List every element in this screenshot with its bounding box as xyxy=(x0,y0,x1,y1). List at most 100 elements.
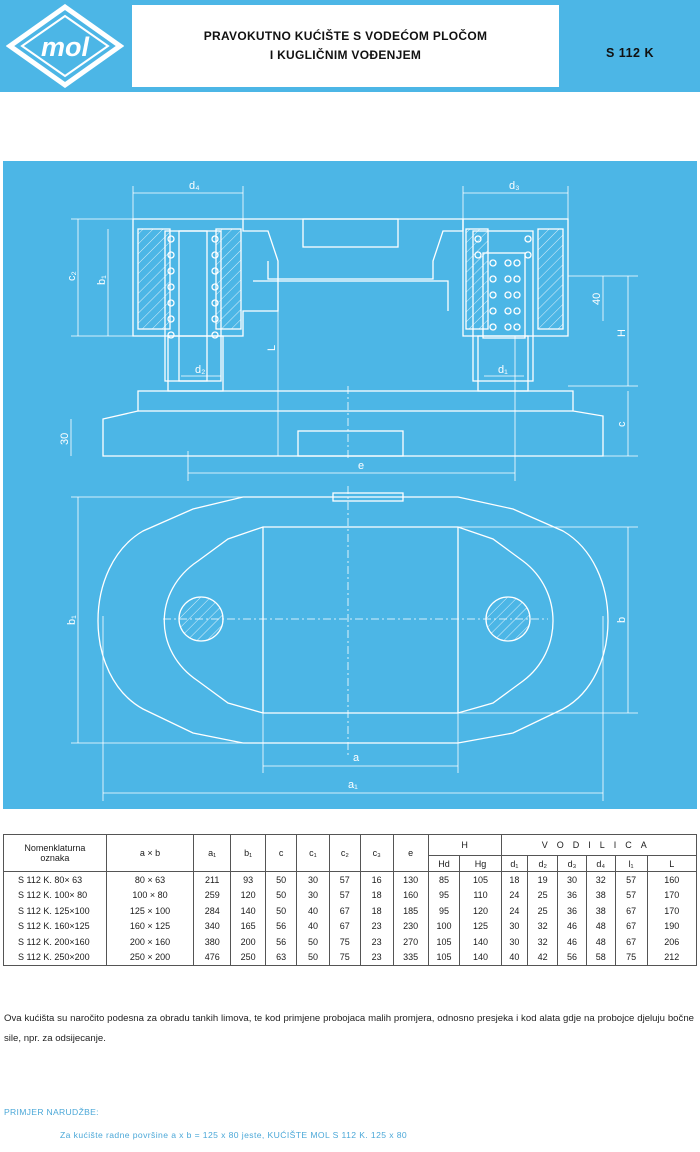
right-pillar xyxy=(472,230,534,382)
cell-Hd: 95 xyxy=(427,887,461,903)
right-pillar-hole xyxy=(485,596,531,642)
cell-L: 160 xyxy=(646,871,698,888)
cell-name: S 112 K. 160×125 xyxy=(3,918,107,934)
cell-Hd: 105 xyxy=(427,949,461,966)
cell-c1: 30 xyxy=(296,871,330,888)
cell-c3: 23 xyxy=(359,949,394,966)
cell-axb: 250 × 200 xyxy=(105,949,195,966)
order-example-text: Za kućište radne površine a x b = 125 x … xyxy=(60,1130,408,1140)
cell-l1: 57 xyxy=(614,887,648,903)
title-line-1: PRAVOKUTNO KUĆIŠTE S VODEĆOM PLOČOM xyxy=(203,29,488,43)
cell-Hd: 100 xyxy=(427,918,461,934)
label-a1: a₁ xyxy=(348,779,358,791)
plan-notch xyxy=(332,492,404,502)
cell-d1: 18 xyxy=(500,871,529,888)
header-d2: d₂ xyxy=(527,855,559,872)
cell-c: 50 xyxy=(265,887,297,903)
cell-name: S 112 K. 250×200 xyxy=(3,949,107,966)
cell-d3: 36 xyxy=(557,903,587,919)
label-e: e xyxy=(358,460,364,472)
left-hatch-b xyxy=(215,228,242,330)
label-d2: d₂ xyxy=(195,364,205,376)
cell-d4: 48 xyxy=(585,934,616,950)
cell-d2: 25 xyxy=(527,887,559,903)
cell-b1: 200 xyxy=(230,934,267,950)
cell-Hd: 85 xyxy=(427,871,461,888)
product-code: S 112 K xyxy=(606,46,654,60)
cell-d3: 46 xyxy=(557,934,587,950)
cell-a1: 211 xyxy=(193,871,232,888)
cell-d1: 24 xyxy=(500,887,529,903)
cell-e: 185 xyxy=(392,903,429,919)
front-view xyxy=(102,218,604,457)
cell-c2: 67 xyxy=(328,903,361,919)
cell-c1: 50 xyxy=(296,949,330,966)
cell-e: 335 xyxy=(392,949,429,966)
cell-Hg: 120 xyxy=(459,903,502,919)
right-housing xyxy=(462,218,569,337)
dimensions-table: Nomenklaturna oznaka a × b a₁ b₁ c c₁ c₂… xyxy=(3,834,698,966)
top-pocket xyxy=(302,218,399,248)
header-d4: d₄ xyxy=(585,855,616,872)
cell-L: 170 xyxy=(646,887,698,903)
header-l1: l₁ xyxy=(614,855,648,872)
cell-Hd: 105 xyxy=(427,934,461,950)
cell-c2: 75 xyxy=(328,934,361,950)
label-d4: d₄ xyxy=(189,180,200,192)
cell-axb: 100 × 80 xyxy=(105,887,195,903)
right-balls xyxy=(474,235,532,331)
cell-c3: 23 xyxy=(359,934,394,950)
order-example-title: PRIMJER NARUDŽBE: xyxy=(4,1107,99,1117)
cell-e: 230 xyxy=(392,918,429,934)
cell-d4: 58 xyxy=(585,949,616,966)
cell-c1: 30 xyxy=(296,887,330,903)
cell-Hg: 125 xyxy=(459,918,502,934)
cell-e: 270 xyxy=(392,934,429,950)
cell-d2: 19 xyxy=(527,871,559,888)
cell-c: 56 xyxy=(265,934,297,950)
cell-d3: 46 xyxy=(557,918,587,934)
cell-d1: 30 xyxy=(500,918,529,934)
front-dimensions xyxy=(70,186,638,481)
label-b1-side: b₁ xyxy=(96,275,108,285)
cell-c1: 40 xyxy=(296,918,330,934)
header-vodilica: VODILICA xyxy=(500,834,698,856)
label-c2: c₂ xyxy=(66,271,78,281)
cell-axb: 125 × 100 xyxy=(105,903,195,919)
cell-b1: 250 xyxy=(230,949,267,966)
cell-c3: 16 xyxy=(359,871,394,888)
right-cage xyxy=(482,252,526,339)
cell-c2: 57 xyxy=(328,871,361,888)
left-pillar-core xyxy=(178,230,208,382)
cell-axb: 80 × 63 xyxy=(105,871,195,888)
header-bar: mol PRAVOKUTNO KUĆIŠTE S VODEĆOM PLOČOM … xyxy=(0,0,700,92)
cell-a1: 380 xyxy=(193,934,232,950)
header-H: H xyxy=(427,834,502,856)
base-slot xyxy=(297,430,404,457)
cell-a1: 476 xyxy=(193,949,232,966)
plan-dimensions xyxy=(71,486,638,801)
cell-axb: 200 × 160 xyxy=(105,934,195,950)
left-balls xyxy=(167,235,219,339)
label-30: 30 xyxy=(59,433,71,445)
cell-d1: 40 xyxy=(500,949,529,966)
right-hatch-a xyxy=(465,228,489,330)
cell-d3: 56 xyxy=(557,949,587,966)
cell-l1: 75 xyxy=(614,949,648,966)
title-box: PRAVOKUTNO KUĆIŠTE S VODEĆOM PLOČOM I KU… xyxy=(132,5,559,87)
cell-c1: 40 xyxy=(296,903,330,919)
table-header-row: Nomenklaturna oznaka a × b a₁ b₁ c c₁ c₂… xyxy=(3,834,698,872)
cell-d2: 42 xyxy=(527,949,559,966)
cell-Hg: 140 xyxy=(459,934,502,950)
cell-a1: 259 xyxy=(193,887,232,903)
cell-e: 130 xyxy=(392,871,429,888)
label-H: H xyxy=(616,329,628,337)
logo-text: mol xyxy=(41,32,90,62)
cell-Hg: 105 xyxy=(459,871,502,888)
cell-Hg: 140 xyxy=(459,949,502,966)
cell-l1: 67 xyxy=(614,918,648,934)
